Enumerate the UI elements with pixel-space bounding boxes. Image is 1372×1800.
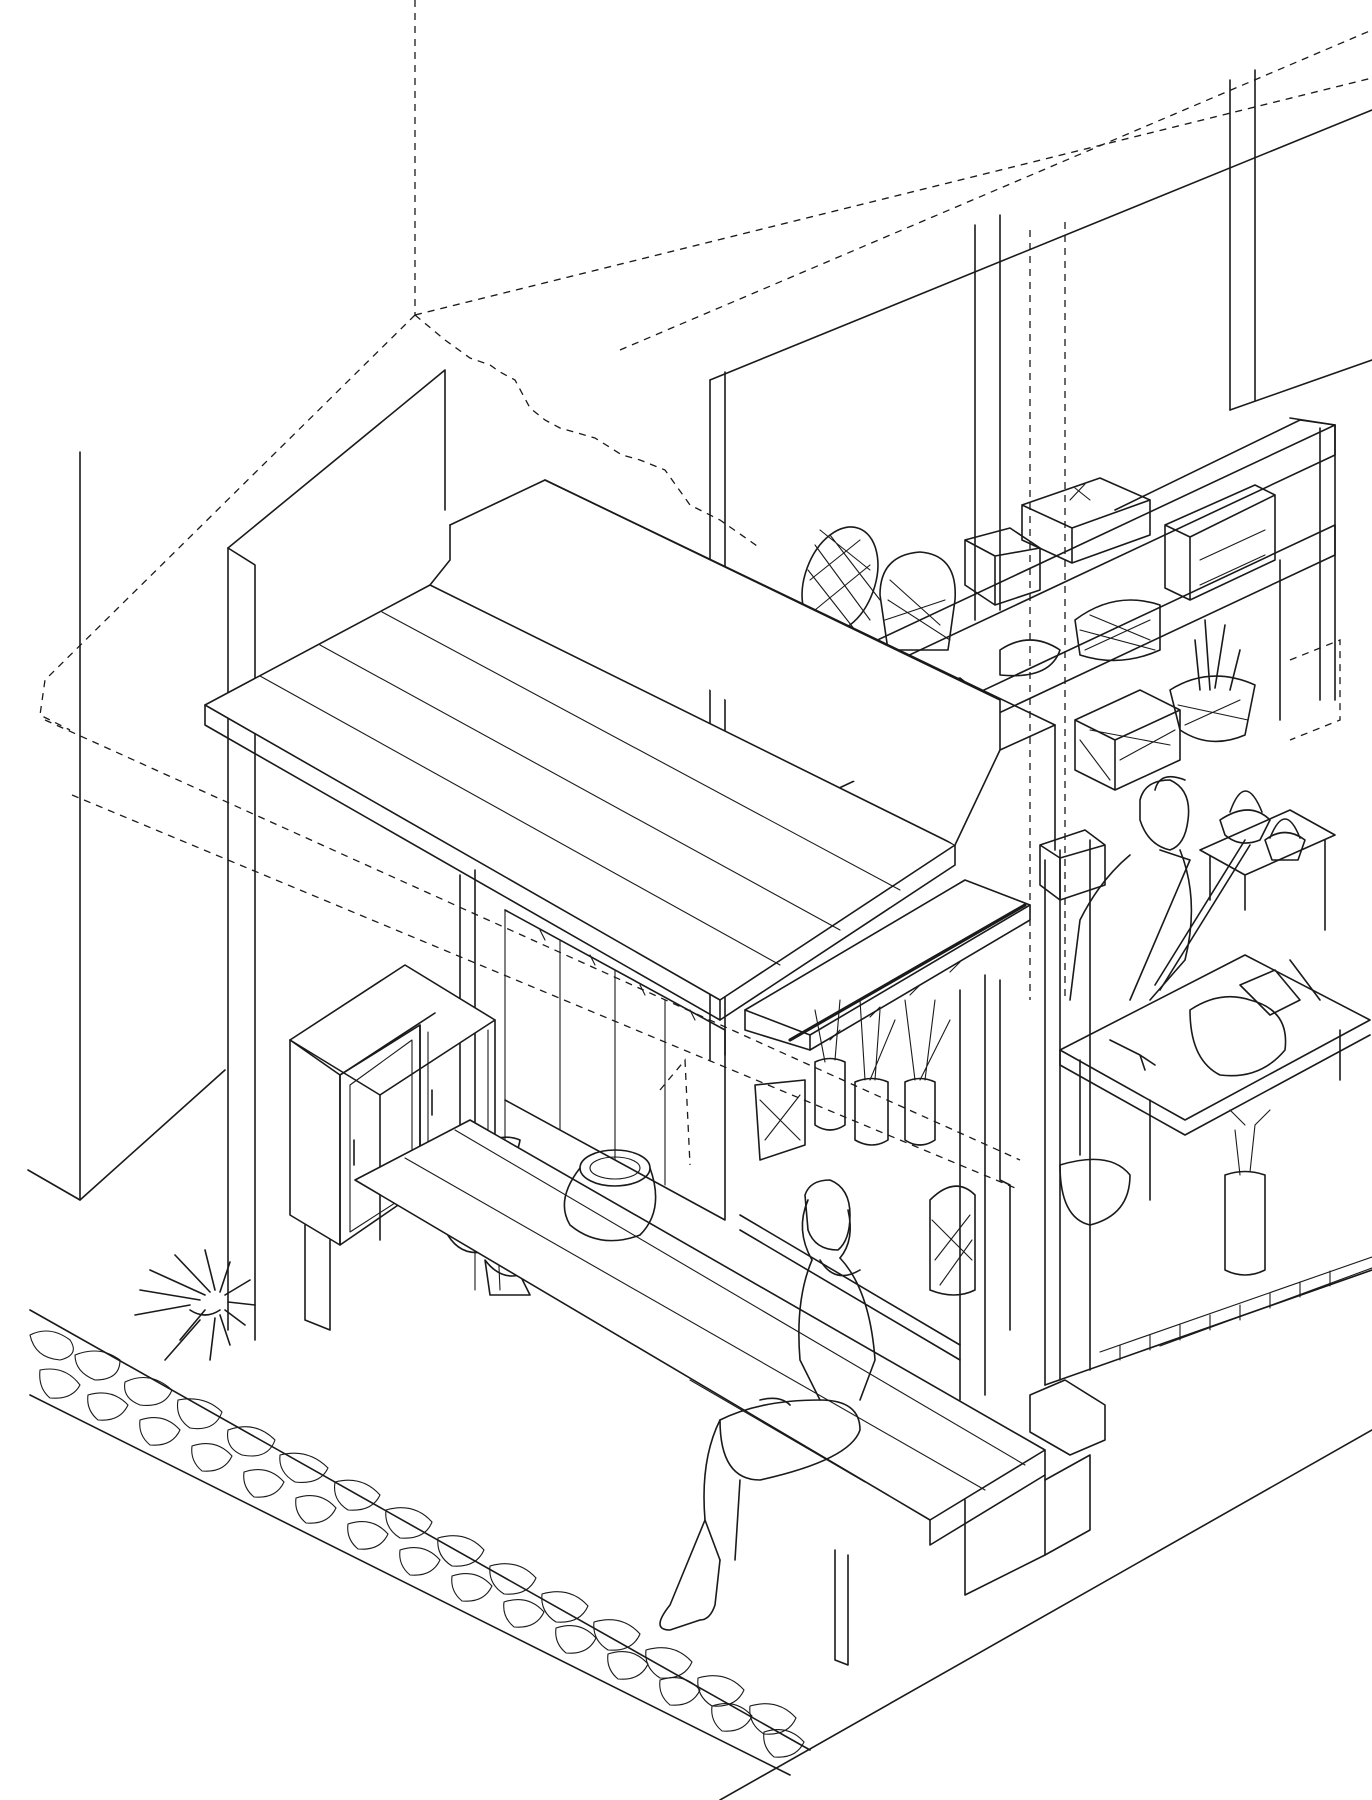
deck-sill: [1029, 1379, 1106, 1456]
gutter-beam: [744, 879, 1031, 1051]
tall-basket-icon: [879, 551, 956, 651]
roof-canopy: [204, 479, 1056, 1021]
bowl-basket-icon: [999, 639, 1061, 677]
bamboo-pole-icon: [1154, 839, 1251, 991]
small-basket-icon-2: [1264, 818, 1306, 861]
cloth-bundle-icon: [1189, 995, 1287, 1077]
bamboo-vases: [754, 999, 976, 1296]
work-table: [1059, 790, 1371, 1276]
display-shelf: [834, 417, 1336, 791]
pliers-icon: [1109, 1039, 1156, 1071]
water-pot: [563, 1149, 657, 1242]
storage-box-icon: [964, 527, 1041, 606]
vase-icon-1: [814, 1057, 846, 1131]
wrapped-box-icon: [1021, 477, 1151, 564]
beam-end-block: [1039, 829, 1106, 901]
street: [29, 1309, 1372, 1800]
interior-floor: [1044, 1256, 1372, 1386]
side-table: [1199, 809, 1336, 931]
bamboo-vase-icon: [1224, 1170, 1266, 1276]
sliding-doors: [504, 909, 961, 1361]
hanging-basket-icon: [754, 1079, 806, 1161]
drawer-cabinet-icon: [1164, 484, 1276, 601]
shrub: [134, 1249, 256, 1361]
storage-cabinet: [289, 964, 496, 1331]
bamboo-bucket-icon: [1169, 675, 1256, 743]
hidden-building-outline: [39, 0, 1372, 1191]
tall-woven-basket-icon: [929, 1185, 976, 1296]
seated-woman: [659, 1179, 876, 1631]
bench-deck: [354, 1119, 1106, 1666]
basin-icon: [1059, 1158, 1131, 1226]
square-basket-icon: [1074, 689, 1181, 791]
vase-icon-2: [854, 1077, 889, 1146]
woven-basket-icon: [1074, 599, 1161, 662]
rear-roof-box: [449, 479, 1001, 846]
cobblestones: [29, 1330, 805, 1758]
tool-tray-icon: [1239, 959, 1321, 1016]
neighboring-wall: [27, 369, 446, 1341]
small-basket-icon: [1219, 790, 1271, 844]
posts-and-beam: [459, 829, 1106, 1401]
vase-icon-3: [904, 1077, 936, 1146]
